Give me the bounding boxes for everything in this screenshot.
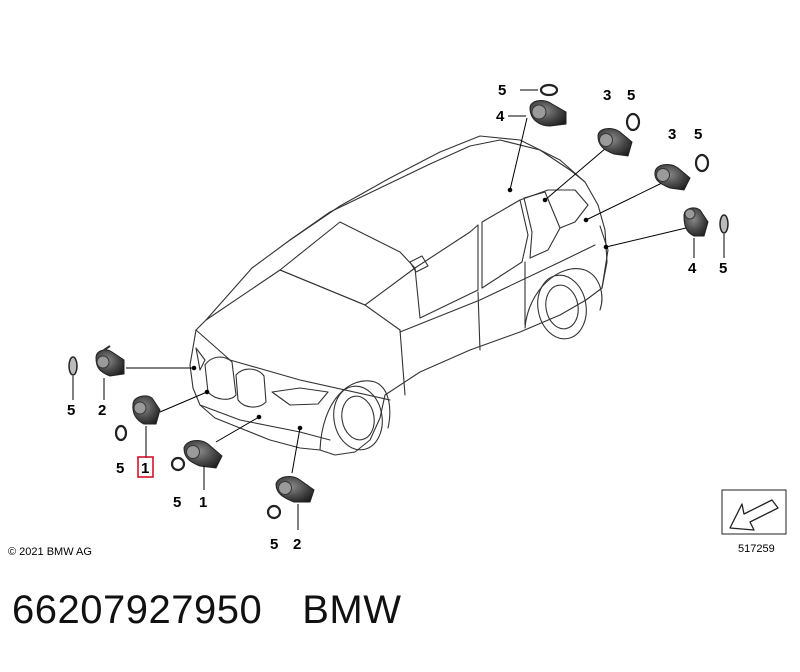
sensor-front-1 [132, 395, 161, 425]
sensor-top-rear [529, 100, 567, 127]
sensor-front-2b [275, 476, 315, 503]
part-number: 66207927950 [12, 588, 263, 632]
diagram-number: 517259 [738, 543, 775, 555]
callout-2-fl: 2 [98, 402, 106, 419]
callout-5-top: 5 [498, 82, 506, 99]
copyright-text: © 2021 BMW AG [8, 546, 92, 558]
callout-1-highlight: 1 [141, 460, 149, 477]
ring-front-2b [266, 504, 282, 520]
highlight-box [137, 456, 154, 478]
callout-5b: 5 [694, 126, 702, 143]
ring-front-1 [114, 424, 128, 442]
callout-5-fl: 5 [67, 402, 75, 419]
callout-5a: 5 [627, 87, 635, 104]
callout-5-rear: 5 [719, 260, 727, 277]
callout-3a: 3 [603, 87, 611, 104]
callout-5-f1: 5 [116, 460, 124, 477]
brand-name: BMW [302, 588, 402, 632]
callout-4-rear: 4 [688, 260, 697, 277]
ring-top [539, 83, 559, 97]
car-illustration [189, 135, 609, 456]
leader-lines [126, 89, 687, 474]
ring-rear [719, 214, 729, 234]
callout-5-f3: 5 [270, 536, 278, 553]
parts [68, 83, 729, 530]
sensor-3b [654, 164, 691, 191]
callout-4-top: 4 [496, 108, 505, 125]
callout-numbers: 5 4 3 5 3 5 4 5 5 2 5 1 5 1 5 2 [67, 82, 727, 553]
ring-3a [625, 112, 641, 132]
callout-2-f3: 2 [293, 536, 301, 553]
sensor-front-1b [183, 440, 223, 469]
ring-front-1b [170, 456, 186, 472]
callout-3b: 3 [668, 126, 676, 143]
callout-5-f2: 5 [173, 494, 181, 511]
callout-1-f2: 1 [199, 494, 207, 511]
ring-3b [694, 153, 710, 173]
ring-front-left [68, 356, 78, 376]
sensor-rear-4 [683, 207, 709, 237]
arrow-icon [721, 489, 787, 535]
sensor-front-left-2 [95, 345, 125, 377]
sensor-3a [597, 128, 633, 157]
part-number-line: 66207927950 BMW [12, 588, 401, 633]
